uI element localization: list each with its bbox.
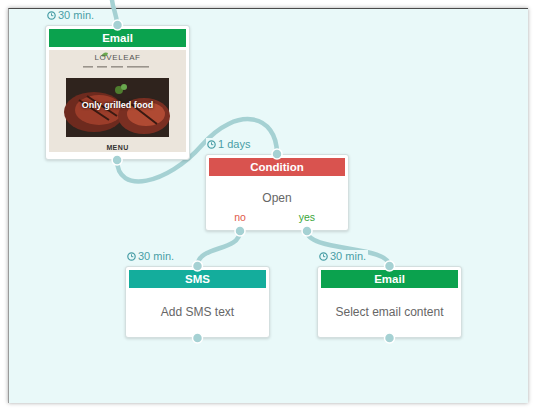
flow-connector xyxy=(307,231,390,266)
port-dot xyxy=(385,261,395,271)
delay-label: 30 min. xyxy=(126,250,176,263)
node-body-text: Add SMS text xyxy=(126,305,269,319)
port-dot xyxy=(302,226,312,236)
delay-label: 30 min. xyxy=(318,250,368,263)
delay-label: 30 min. xyxy=(46,9,96,22)
condition-node: 1 daysConditionOpen xyxy=(205,154,349,231)
email-node: 30 min.EmailLOVELEAFOnly grilled foodMEN… xyxy=(45,25,190,160)
port-dot xyxy=(385,333,395,343)
menu-heading: MENU xyxy=(50,144,185,152)
incoming-connector xyxy=(112,0,117,25)
delay-text: 30 min. xyxy=(138,250,174,262)
clock-icon xyxy=(47,11,56,20)
clock-icon xyxy=(127,252,136,261)
delay-text: 30 min. xyxy=(330,250,366,262)
node-header: Email xyxy=(321,270,458,288)
flow-connector xyxy=(198,231,240,266)
port-dot xyxy=(113,20,123,30)
delay-text: 30 min. xyxy=(58,9,94,21)
email-node: 30 min.EmailSelect email content xyxy=(317,266,462,338)
node-header: Email xyxy=(49,29,186,47)
delay-label: 1 days xyxy=(206,138,252,151)
port-dot xyxy=(193,261,203,271)
brand-logo-text: LOVELEAF xyxy=(50,53,185,62)
clock-icon xyxy=(319,252,328,261)
port-dot xyxy=(193,333,203,343)
sms-node: 30 min.SMSAdd SMS text xyxy=(125,266,270,338)
node-header: SMS xyxy=(129,270,266,288)
clock-icon xyxy=(207,140,216,149)
image-caption: Only grilled food xyxy=(50,100,185,111)
node-body-text: Open xyxy=(206,191,348,205)
port-dot xyxy=(272,149,282,159)
port-dot xyxy=(235,226,245,236)
node-header: Condition xyxy=(209,158,345,176)
node-body-text: Select email content xyxy=(318,305,461,319)
port-dot xyxy=(112,155,122,165)
delay-text: 1 days xyxy=(218,138,250,150)
